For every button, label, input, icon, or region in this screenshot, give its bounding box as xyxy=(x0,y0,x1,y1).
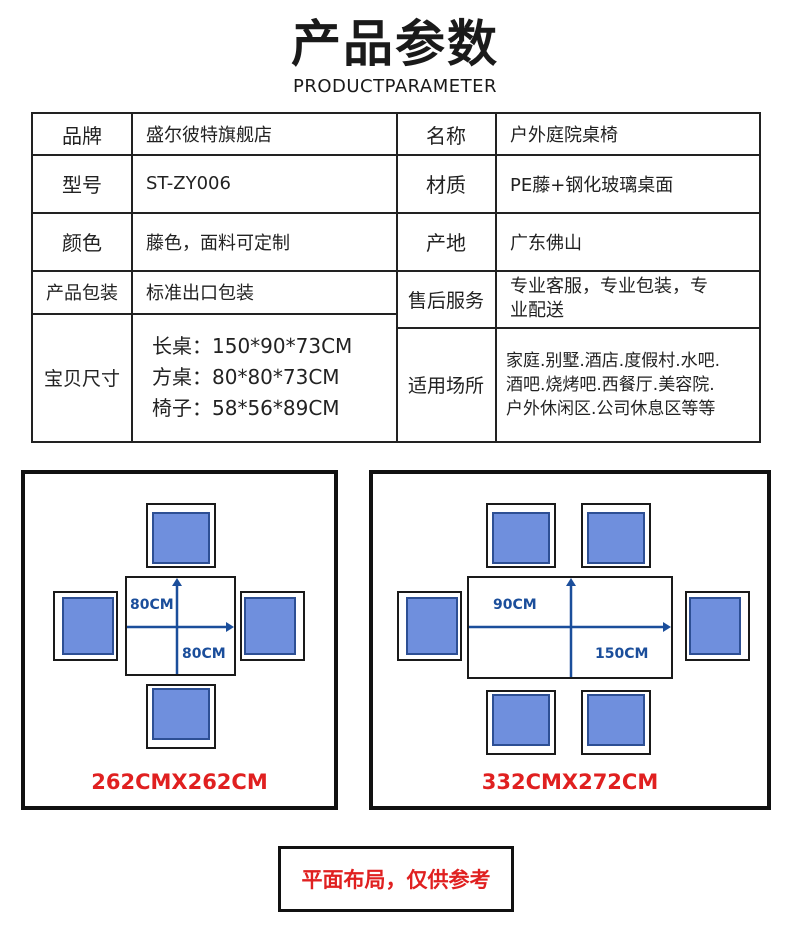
table-divider xyxy=(396,327,759,329)
chair-seat xyxy=(152,688,210,740)
square-layout-size: 262CMX262CM xyxy=(91,770,268,794)
square-width-label: 80CM xyxy=(130,597,174,613)
chair xyxy=(146,684,216,749)
table-divider xyxy=(131,114,133,441)
scene-line: 户外休闲区.公司休息区等等 xyxy=(506,398,716,419)
chair-seat xyxy=(244,597,296,655)
chair-seat xyxy=(689,597,741,655)
chair-seat xyxy=(587,694,645,746)
square-table: 80CM 80CM xyxy=(125,576,236,676)
model-value: ST-ZY006 xyxy=(146,173,231,194)
size-chair: 椅子：58*56*89CM xyxy=(152,396,340,420)
table-divider xyxy=(33,212,759,214)
material-label: 材质 xyxy=(426,173,466,197)
table-divider xyxy=(396,114,398,441)
dimension-arrows xyxy=(469,578,671,677)
table-divider xyxy=(33,154,759,156)
chair-seat xyxy=(492,694,550,746)
brand-label: 品牌 xyxy=(62,123,102,148)
scene-label: 适用场所 xyxy=(407,375,484,397)
chair xyxy=(53,591,118,661)
origin-label: 产地 xyxy=(426,231,466,255)
color-value: 藤色，面料可定制 xyxy=(146,232,290,254)
name-value: 户外庭院桌椅 xyxy=(510,125,618,146)
dimension-arrows xyxy=(127,578,234,674)
chair xyxy=(581,690,651,755)
color-label: 颜色 xyxy=(62,231,102,255)
scene-line: 酒吧.烧烤吧.西餐厅.美容院. xyxy=(506,374,715,395)
rect-layout-size: 332CMX272CM xyxy=(481,770,659,794)
chair xyxy=(486,690,556,755)
size-square-table: 方桌：80*80*73CM xyxy=(152,365,340,389)
material-value: PE藤+钢化玻璃桌面 xyxy=(510,174,674,196)
parameter-table: 品牌 盛尔彼特旗舰店 名称 户外庭院桌椅 型号 ST-ZY006 材质 PE藤+… xyxy=(31,112,761,443)
rect-table: 90CM 150CM xyxy=(467,576,673,679)
page-title: 产品参数 xyxy=(291,15,499,73)
model-label: 型号 xyxy=(62,173,102,197)
table-divider xyxy=(33,270,759,272)
package-label: 产品包装 xyxy=(46,283,118,304)
service-label: 售后服务 xyxy=(407,289,484,312)
chair xyxy=(397,591,462,661)
table-divider xyxy=(33,313,397,315)
service-value-line: 业配送 xyxy=(510,300,564,321)
reference-note: 平面布局，仅供参考 xyxy=(278,846,514,912)
square-layout-plan: 80CM 80CM 262CMX262CM xyxy=(21,470,338,810)
chair-seat xyxy=(587,512,645,564)
chair xyxy=(240,591,305,661)
size-values: 长桌：150*90*73CM 方桌：80*80*73CM 椅子：58*56*89… xyxy=(132,314,396,441)
chair xyxy=(685,591,750,661)
rect-width-label: 150CM xyxy=(595,646,649,662)
chair-seat xyxy=(492,512,550,564)
name-label: 名称 xyxy=(426,123,466,148)
chair-seat xyxy=(62,597,114,655)
package-value: 标准出口包装 xyxy=(146,283,254,304)
chair xyxy=(486,503,556,568)
service-value: 专业客服，专业包装，专 业配送 xyxy=(496,271,759,327)
rect-depth-label: 90CM xyxy=(493,597,537,613)
chair-seat xyxy=(152,512,210,564)
service-value-line: 专业客服，专业包装，专 xyxy=(510,276,708,297)
chair xyxy=(146,503,216,568)
square-depth-label: 80CM xyxy=(182,646,226,662)
chair-seat xyxy=(406,597,458,655)
size-label: 宝贝尺寸 xyxy=(43,368,120,390)
origin-value: 广东佛山 xyxy=(510,232,582,254)
brand-value: 盛尔彼特旗舰店 xyxy=(146,125,272,146)
chair xyxy=(581,503,651,568)
size-long-table: 长桌：150*90*73CM xyxy=(152,334,353,358)
scene-values: 家庭.别墅.酒店.度假村.水吧. 酒吧.烧烤吧.西餐厅.美容院. 户外休闲区.公… xyxy=(496,328,759,441)
table-divider xyxy=(495,114,497,441)
rect-layout-plan: 90CM 150CM 332CMX272CM xyxy=(369,470,771,810)
page-subtitle: PRODUCTPARAMETER xyxy=(292,76,497,97)
scene-line: 家庭.别墅.酒店.度假村.水吧. xyxy=(506,350,721,371)
